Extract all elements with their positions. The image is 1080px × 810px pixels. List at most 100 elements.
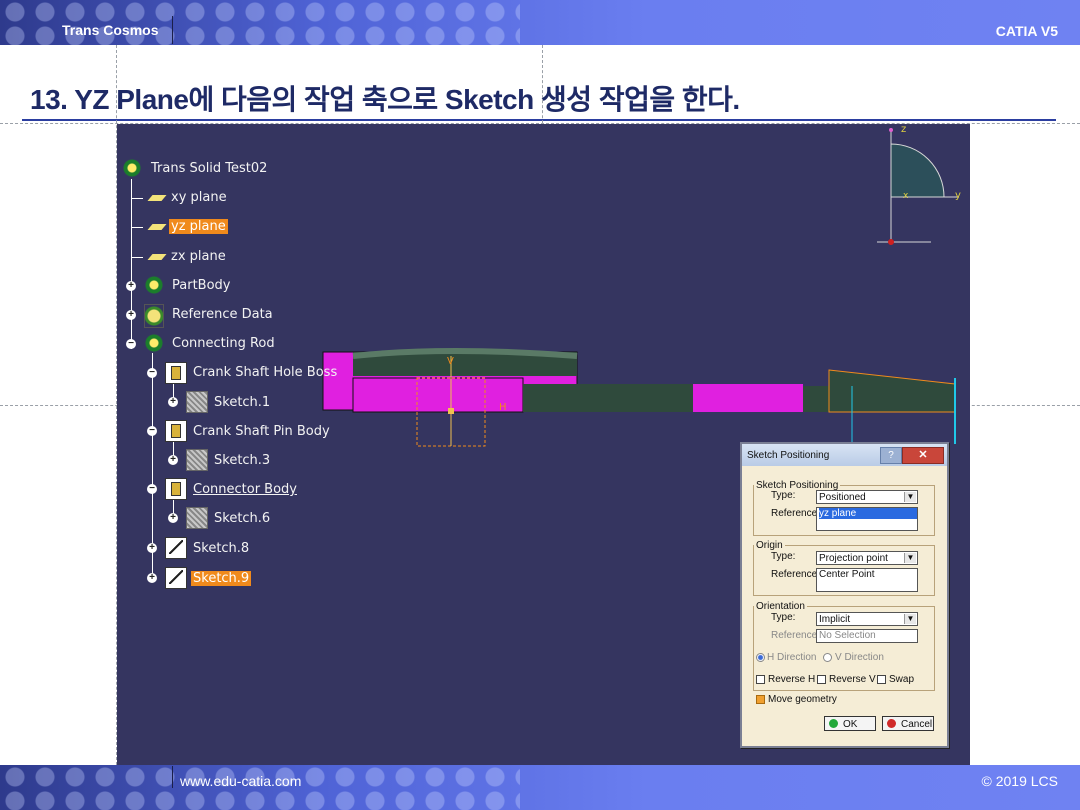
pad-icon bbox=[165, 478, 187, 500]
type-label: Type: bbox=[771, 612, 796, 623]
orientation-reference-field[interactable]: No Selection bbox=[816, 629, 918, 643]
tree-item-sketch-9[interactable]: Sketch.9 bbox=[191, 571, 252, 586]
tree-branch-line bbox=[131, 257, 143, 258]
h-direction-radio[interactable] bbox=[756, 653, 765, 662]
footer-copyright: © 2019 LCS bbox=[981, 773, 1058, 789]
move-geometry-label: Move geometry bbox=[768, 694, 837, 705]
origin-type-select[interactable]: Projection point ▼ bbox=[816, 551, 918, 565]
header-divider bbox=[172, 16, 173, 44]
collapse-minus-icon[interactable]: − bbox=[126, 339, 136, 349]
ok-button[interactable]: OK bbox=[824, 716, 876, 731]
ok-label: OK bbox=[843, 719, 858, 730]
reference-icon bbox=[144, 304, 164, 328]
collapse-minus-icon[interactable]: − bbox=[147, 484, 157, 494]
positioning-type-select[interactable]: Positioned ▼ bbox=[816, 490, 918, 504]
part-geometry[interactable]: H V bbox=[117, 124, 970, 766]
help-button[interactable]: ? bbox=[880, 447, 902, 464]
tree-item-connector-body[interactable]: Connector Body bbox=[193, 482, 297, 497]
type-label: Type: bbox=[771, 490, 796, 501]
expand-plus-icon[interactable]: + bbox=[168, 455, 178, 465]
tree-branch-line bbox=[152, 353, 153, 579]
cancel-icon bbox=[887, 719, 896, 728]
expand-plus-icon[interactable]: + bbox=[168, 397, 178, 407]
group-legend: Orientation bbox=[756, 601, 805, 612]
tree-branch-line bbox=[173, 440, 174, 460]
h-direction-label: H Direction bbox=[767, 652, 817, 663]
guide-line-vertical bbox=[116, 45, 117, 765]
tree-item-yz-plane[interactable]: yz plane bbox=[169, 219, 228, 234]
chevron-down-icon: ▼ bbox=[904, 614, 916, 624]
origin-reference-field[interactable]: Center Point bbox=[816, 568, 918, 592]
reverse-h-checkbox[interactable] bbox=[756, 675, 765, 684]
orientation-type-select[interactable]: Implicit ▼ bbox=[816, 612, 918, 626]
part-root-icon[interactable] bbox=[122, 158, 142, 178]
compass-x-label: x bbox=[903, 191, 909, 201]
expand-plus-icon[interactable]: + bbox=[147, 573, 157, 583]
reference-label: Reference: bbox=[771, 630, 820, 641]
tree-item-sketch-8[interactable]: Sketch.8 bbox=[193, 541, 250, 556]
sketch-positioning-dialog: Sketch Positioning ? ✕ Sketch Positionin… bbox=[740, 442, 949, 748]
collapse-minus-icon[interactable]: − bbox=[147, 368, 157, 378]
tree-branch-line bbox=[131, 198, 143, 199]
sketch-icon bbox=[186, 507, 208, 529]
reverse-h-label: Reverse H bbox=[768, 674, 816, 685]
tree-item-sketch-6[interactable]: Sketch.6 bbox=[214, 511, 271, 526]
group-legend: Sketch Positioning bbox=[756, 480, 839, 491]
reference-label: Reference: bbox=[771, 508, 820, 519]
tree-branch-line bbox=[131, 179, 132, 349]
tree-item-xy-plane[interactable]: xy plane bbox=[171, 190, 227, 205]
header-bar bbox=[0, 0, 1080, 45]
close-button[interactable]: ✕ bbox=[902, 447, 944, 464]
sketch-icon bbox=[186, 391, 208, 413]
tree-branch-line bbox=[173, 382, 174, 402]
sketch-tool-icon bbox=[165, 567, 187, 589]
slide-title: 13. YZ Plane에 다음의 작업 축으로 Sketch 생성 작업을 한… bbox=[30, 84, 740, 115]
cancel-button[interactable]: Cancel bbox=[882, 716, 934, 731]
v-direction-radio[interactable] bbox=[823, 653, 832, 662]
tree-item-sketch-3[interactable]: Sketch.3 bbox=[214, 453, 271, 468]
ok-icon bbox=[829, 719, 838, 728]
reference-value: yz plane bbox=[819, 508, 917, 519]
tree-item-connecting-rod[interactable]: Connecting Rod bbox=[172, 336, 275, 351]
tree-branch-line bbox=[173, 498, 174, 518]
sketch-positioning-group: Sketch Positioning bbox=[753, 480, 935, 536]
footer-divider bbox=[172, 766, 173, 788]
tree-item-partbody[interactable]: PartBody bbox=[172, 278, 231, 293]
tree-item-crank-shaft-pin-body[interactable]: Crank Shaft Pin Body bbox=[193, 424, 330, 439]
product-label: CATIA V5 bbox=[995, 23, 1058, 39]
expand-plus-icon[interactable]: + bbox=[126, 281, 136, 291]
collapse-minus-icon[interactable]: − bbox=[147, 426, 157, 436]
tree-item-reference-data[interactable]: Reference Data bbox=[172, 307, 273, 322]
swap-label: Swap bbox=[889, 674, 915, 685]
swap-checkbox[interactable] bbox=[877, 675, 886, 684]
expand-plus-icon[interactable]: + bbox=[126, 310, 136, 320]
positioning-reference-field[interactable]: yz plane bbox=[816, 507, 918, 531]
svg-text:V: V bbox=[447, 356, 454, 367]
tree-item-crank-shaft-hole-boss[interactable]: Crank Shaft Hole Boss bbox=[193, 365, 338, 380]
sketch-tool-icon bbox=[165, 537, 187, 559]
expand-plus-icon[interactable]: + bbox=[168, 513, 178, 523]
select-value: Implicit bbox=[819, 614, 851, 625]
compass-widget[interactable]: z y x bbox=[877, 124, 967, 254]
pad-icon bbox=[165, 362, 187, 384]
reverse-v-checkbox[interactable] bbox=[817, 675, 826, 684]
origin-group: Origin bbox=[753, 540, 935, 596]
chevron-down-icon: ▼ bbox=[904, 492, 916, 502]
move-geometry-checkbox[interactable] bbox=[756, 695, 765, 704]
pad-icon bbox=[165, 420, 187, 442]
gear-icon bbox=[144, 333, 164, 353]
brand-label: Trans Cosmos bbox=[62, 22, 159, 38]
footer-url[interactable]: www.edu-catia.com bbox=[180, 773, 302, 789]
expand-plus-icon[interactable]: + bbox=[147, 543, 157, 553]
chevron-down-icon: ▼ bbox=[904, 553, 916, 563]
tree-item-sketch-1[interactable]: Sketch.1 bbox=[214, 395, 271, 410]
select-value: Positioned bbox=[819, 492, 866, 503]
reference-label: Reference: bbox=[771, 569, 820, 580]
compass-z-label: z bbox=[901, 124, 906, 135]
title-underline bbox=[22, 119, 1056, 121]
tree-item-zx-plane[interactable]: zx plane bbox=[171, 249, 226, 264]
select-value: Projection point bbox=[819, 553, 888, 564]
gear-icon bbox=[144, 275, 164, 295]
tree-root-label[interactable]: Trans Solid Test02 bbox=[151, 161, 268, 176]
cancel-label: Cancel bbox=[901, 719, 933, 730]
